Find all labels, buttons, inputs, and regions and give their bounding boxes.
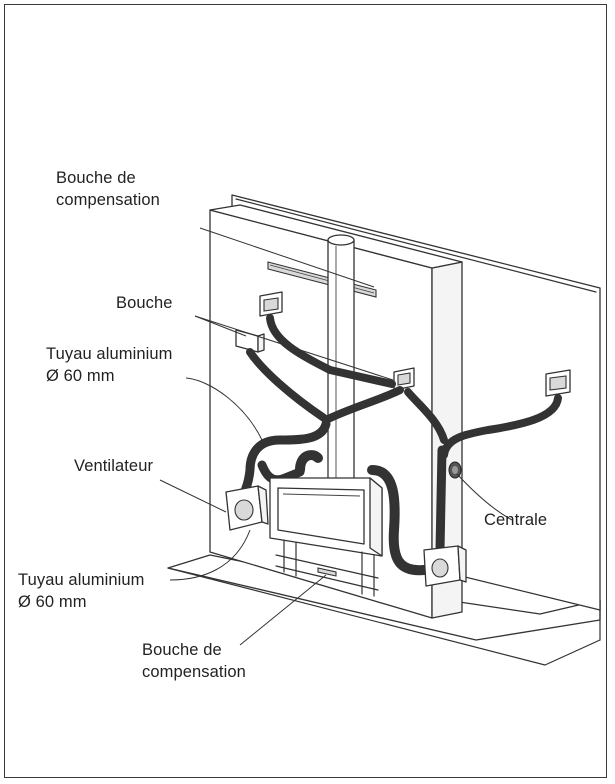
label-tuyau-top-2: Ø 60 mm bbox=[46, 367, 115, 385]
vent-mid-left bbox=[235, 329, 265, 353]
vent-mid-right bbox=[393, 367, 415, 391]
fireplace-insert bbox=[269, 477, 383, 597]
leader-lines bbox=[159, 227, 513, 646]
label-tuyau-bottom-2: Ø 60 mm bbox=[18, 593, 87, 611]
label-bouche-compensation-top-2: compensation bbox=[56, 191, 160, 209]
distribution-box bbox=[423, 545, 467, 587]
flue-pipe bbox=[327, 234, 355, 489]
label-centrale: Centrale bbox=[484, 511, 548, 529]
label-bouche-compensation-bottom-1: Bouche de bbox=[142, 641, 222, 659]
vent-upper-left bbox=[259, 291, 283, 317]
label-bouche-compensation-bottom-2: compensation bbox=[142, 663, 246, 681]
vent-far-right bbox=[545, 369, 571, 397]
ventilator-box bbox=[225, 485, 269, 531]
centrale-unit bbox=[448, 461, 462, 479]
compensation-grille-bottom bbox=[317, 567, 337, 577]
label-bouche-compensation-top-1: Bouche de bbox=[56, 169, 136, 187]
label-bouche: Bouche bbox=[116, 294, 173, 312]
label-tuyau-bottom-1: Tuyau aluminium bbox=[18, 571, 145, 589]
label-ventilateur: Ventilateur bbox=[74, 457, 154, 475]
ducts bbox=[233, 314, 562, 576]
label-tuyau-top-1: Tuyau aluminium bbox=[46, 345, 173, 363]
